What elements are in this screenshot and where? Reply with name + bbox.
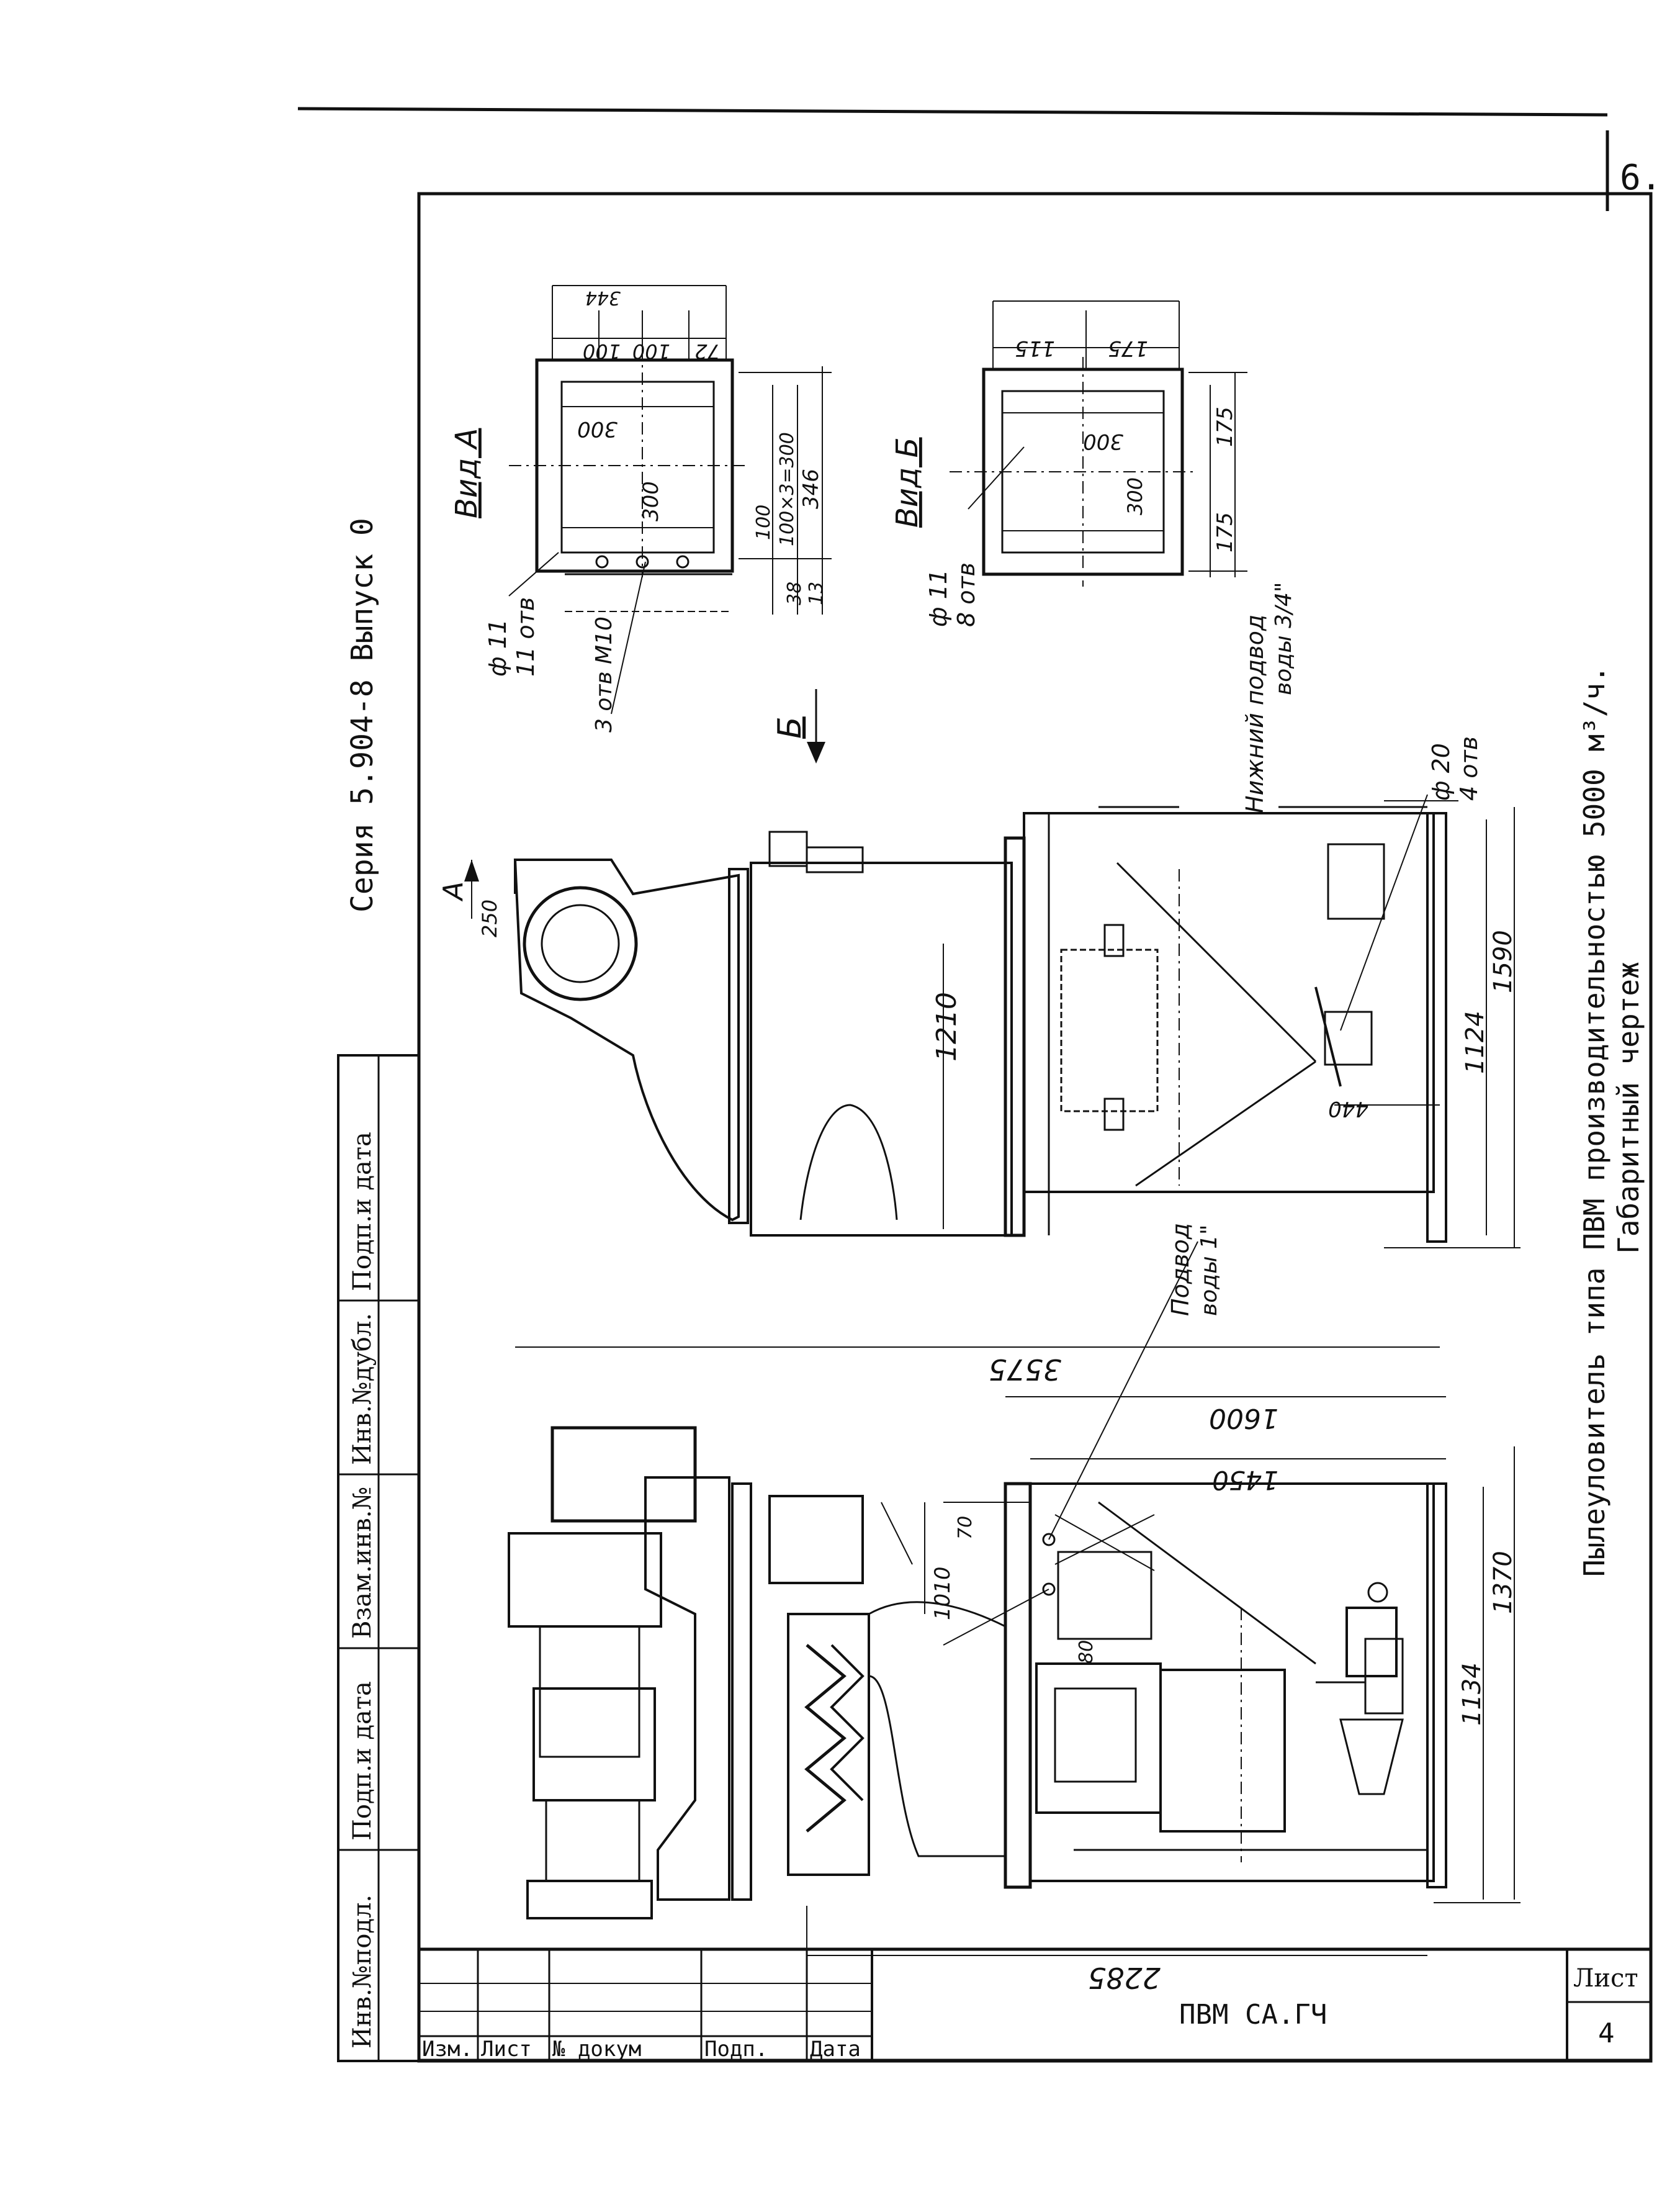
- note-water-top-1: Подвод: [1167, 1223, 1194, 1316]
- dim-b-175b: 175: [1213, 512, 1238, 552]
- note-holes-base-d: ф 20: [1427, 743, 1455, 801]
- tb-col-podp: Подп.: [704, 2037, 768, 2062]
- dim-1370: 1370: [1489, 1551, 1517, 1614]
- note-holes-base-n: 4 отв: [1455, 736, 1483, 801]
- dim-b-175h: 175: [1108, 336, 1148, 361]
- note-water-low-1: Нижний подвод: [1241, 615, 1269, 813]
- doc-code: ПВМ СА.ГЧ: [1179, 1999, 1327, 2031]
- view-b-label: Вид Б: [890, 438, 925, 528]
- dim-a-346: 346: [799, 469, 824, 509]
- dim-a-100a: 100: [583, 340, 621, 363]
- front-view: [508, 1241, 1521, 1974]
- side-view: [464, 689, 1521, 1248]
- dim-b-300v: 300: [1123, 477, 1147, 515]
- sheet-label: Лист: [1573, 1964, 1638, 1993]
- sheet-corner-number: 6.: [1620, 158, 1661, 198]
- side-stamp: Инв.№подл. Подп.и дата Взам.инв.№ Инв.№д…: [337, 1054, 420, 2062]
- stamp-inv-podl: Инв.№подл.: [348, 1895, 377, 2049]
- tb-col-dokum: № докум: [552, 2037, 641, 2062]
- dim-3575: 3575: [989, 1353, 1061, 1386]
- drawing-subtitle: Габаритный чертеж: [1612, 962, 1645, 1254]
- dim-a-100b: 100: [632, 340, 670, 363]
- drawing-frame: [417, 192, 1653, 2062]
- dim-1590: 1590: [1489, 930, 1517, 993]
- view-a-detail: [508, 285, 832, 715]
- dim-b-115: 115: [1015, 336, 1055, 361]
- dim-b-300h: 300: [1083, 429, 1123, 454]
- dim-a-300h: 300: [577, 417, 618, 441]
- dim-1450: 1450: [1212, 1465, 1278, 1495]
- marker-a: А: [438, 882, 469, 902]
- dim-1600: 1600: [1209, 1402, 1278, 1434]
- dim-440: 440: [1328, 1096, 1368, 1121]
- view-b-detail: [950, 300, 1247, 587]
- drawing-title: Пылеуловитель типа ПВМ производительност…: [1578, 665, 1611, 1577]
- tb-col-list: Лист: [481, 2037, 532, 2062]
- tb-col-data: Дата: [810, 2037, 861, 2062]
- marker-b: Б: [771, 716, 809, 739]
- title-block: Изм. Лист № докум Подп. Дата ПВМ СА.ГЧ Л…: [417, 1947, 1653, 2063]
- note-plug: 3 отв М10: [591, 616, 617, 733]
- dim-a-300v: 300: [639, 481, 663, 521]
- dim-a-13: 13: [806, 582, 827, 605]
- dim-250: 250: [478, 900, 501, 937]
- tb-col-izm: Изм.: [422, 2037, 473, 2062]
- note-water-top-2: воды 1": [1197, 1225, 1222, 1316]
- view-a-label: Вид А: [449, 428, 484, 518]
- dim-1124: 1124: [1461, 1011, 1489, 1074]
- stamp-podp-data-1: Подп.и дата: [348, 1681, 377, 1841]
- dim-70: 70: [955, 1516, 976, 1540]
- dim-a-72: 72: [694, 340, 720, 363]
- note-holes-b-n: 8 отв: [953, 562, 980, 627]
- dim-2285: 2285: [1088, 1961, 1161, 1995]
- dim-a-100: 100: [753, 505, 775, 540]
- dim-1010: 1010: [930, 1566, 955, 1620]
- series-label: Серия 5.904-8 Выпуск 0: [345, 518, 380, 913]
- note-holes-b-d: ф 11: [925, 569, 952, 627]
- dim-1210: 1210: [931, 992, 963, 1062]
- stamp-vzam-inv: Взам.инв.№: [348, 1487, 377, 1639]
- note-holes-a-d: ф 11: [484, 619, 511, 677]
- dim-b-175a: 175: [1213, 407, 1238, 447]
- note-holes-a-n: 11 отв: [512, 597, 539, 677]
- top-rule: [297, 107, 1608, 117]
- stamp-inv-dubl: Инв.№дубл.: [348, 1313, 377, 1465]
- stamp-podp-data-2: Подп.и дата: [348, 1132, 377, 1291]
- dim-a-344: 344: [585, 287, 621, 309]
- dim-a-38: 38: [784, 582, 806, 605]
- dim-a-100x3: 100×3=300: [776, 432, 798, 546]
- dim-80: 80: [1076, 1640, 1097, 1664]
- dim-1134: 1134: [1458, 1662, 1486, 1726]
- note-water-low-2: воды 3/4": [1271, 582, 1296, 696]
- sheet-number: 4: [1598, 2018, 1615, 2049]
